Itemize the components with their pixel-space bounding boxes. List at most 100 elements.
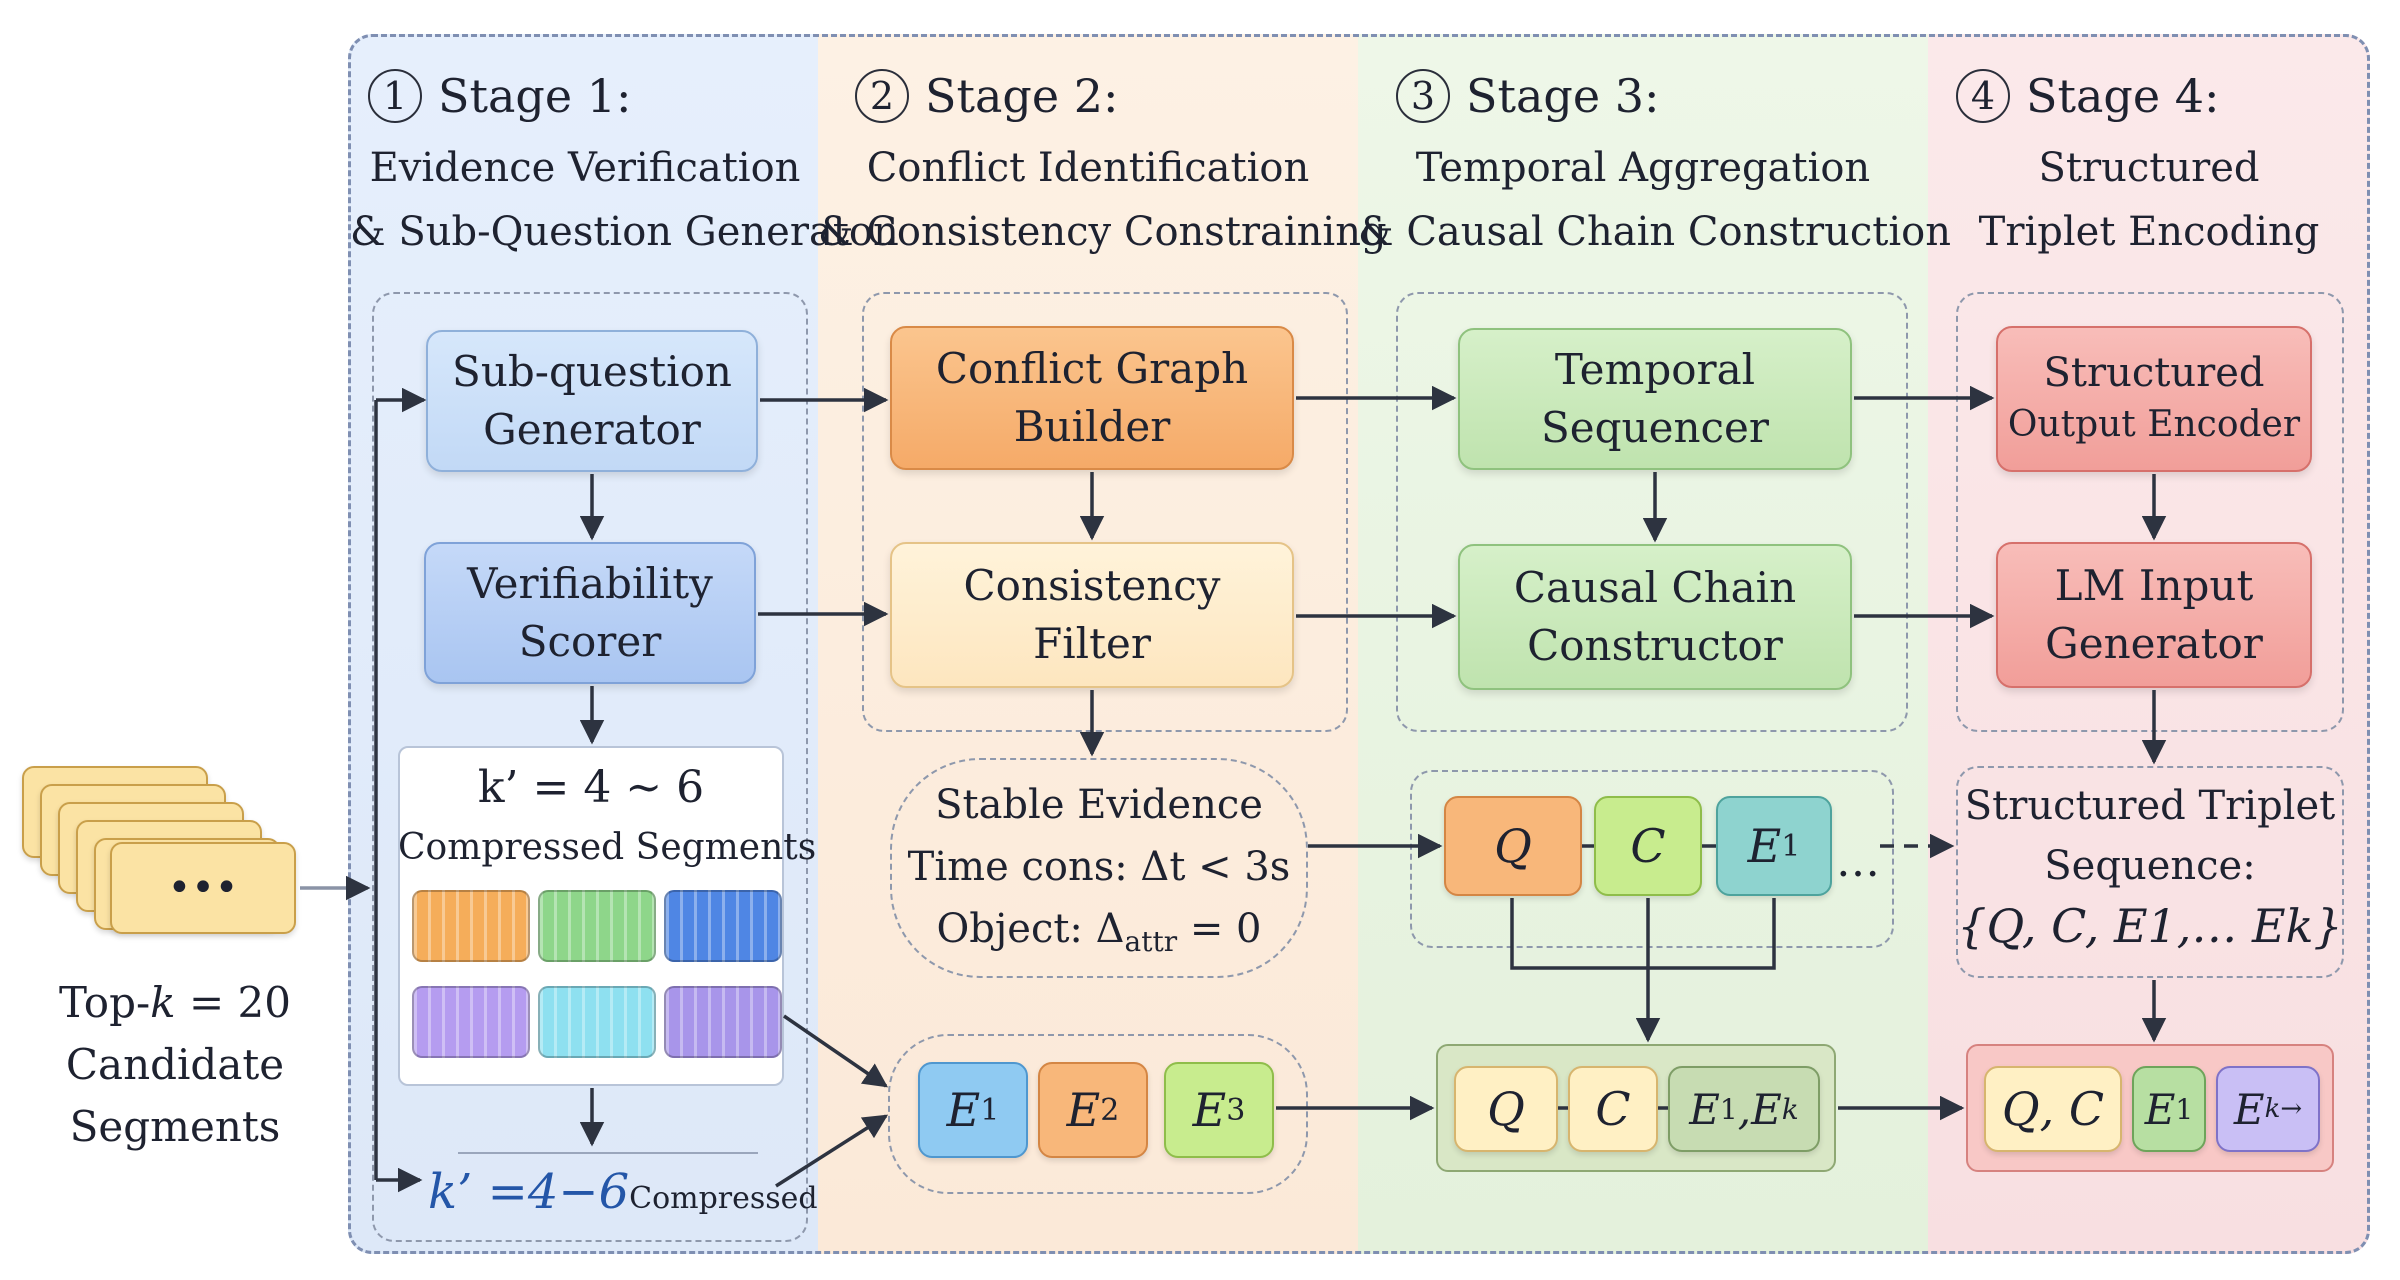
triplet-sequence-text: Structured Triplet Sequence: {Q, C, E1,…… — [1956, 776, 2344, 956]
stage-4-subtitle: Structured Triplet Encoding — [1928, 136, 2370, 264]
causal-chain-constructor-box: Causal Chain Constructor — [1458, 544, 1852, 690]
consistency-filter-box: Consistency Filter — [890, 542, 1294, 688]
candidate-count-var: k — [150, 978, 176, 1027]
token-e1-letter: E — [946, 1083, 981, 1137]
conflict-graph-builder-box: Conflict Graph Builder — [890, 326, 1294, 470]
candidate-label: Top-k = 20 Candidate Segments — [30, 972, 320, 1158]
lm-input-generator-box: LM Input Generator — [1996, 542, 2312, 688]
stable-evidence-text: Stable Evidence Time cons: Δt < 3s Objec… — [890, 774, 1308, 973]
stage-1-title: 1 Stage 1: — [368, 66, 631, 126]
candidate-card-front: ••• — [110, 842, 296, 934]
stage-4-subtitle-line2: Triplet Encoding — [1978, 209, 2320, 255]
compressed-segments-label: Compressed Segments — [398, 827, 817, 868]
segment-swatch — [664, 986, 782, 1058]
token-c: C — [1594, 796, 1702, 896]
final-q: Q — [2001, 1082, 2040, 1136]
verifiability-scorer-line2: Scorer — [518, 617, 662, 666]
lm-input-generator-line1: LM Input — [2054, 561, 2254, 610]
chain-ellipsis: … — [1836, 836, 1880, 887]
stage-2-title: 2 Stage 2: — [855, 66, 1118, 126]
final-e1-letter: E — [2144, 1084, 2176, 1134]
triplet-sequence-line2: Sequence: — [2044, 843, 2256, 889]
stage-2-label: Stage 2: — [925, 69, 1119, 123]
consistency-filter-line2: Filter — [1033, 619, 1151, 668]
structured-output-encoder-box: Structured Output Encoder — [1996, 326, 2312, 472]
conflict-graph-builder-line2: Builder — [1013, 402, 1171, 451]
token-e2-letter: E — [1066, 1083, 1101, 1137]
triplet-sequence-line1: Structured Triplet — [1964, 783, 2336, 829]
stable-evidence-object-sub: attr — [1124, 925, 1178, 958]
stage-4-title: 4 Stage 4: — [1956, 66, 2219, 126]
stage-2-subtitle: Conflict Identification & Consistency Co… — [818, 136, 1387, 264]
stage-4-number: 4 — [1956, 69, 2010, 123]
token-e3-letter: E — [1192, 1083, 1227, 1137]
final-ek-letter: E — [2233, 1084, 2265, 1134]
stage-3-subtitle: Temporal Aggregation & Causal Chain Cons… — [1358, 136, 1951, 264]
stage-3-subtitle-line2: & Causal Chain Construction — [1358, 209, 1951, 255]
temporal-sequencer-box: Temporal Sequencer — [1458, 328, 1852, 470]
stage-2-subtitle-line1: Conflict Identification — [866, 145, 1310, 191]
candidate-count: Top-k = 20 — [30, 972, 320, 1034]
token-e1-chain-letter: E — [1747, 819, 1782, 873]
agg-token-q: Q — [1454, 1066, 1558, 1152]
stage-2-number: 2 — [855, 69, 909, 123]
stage-3-title: 3 Stage 3: — [1396, 66, 1659, 126]
stage-1-subtitle-line2: & Sub-Question Generaton — [350, 209, 899, 255]
stage-3-label: Stage 3: — [1466, 69, 1660, 123]
stage-2-group — [862, 292, 1348, 732]
temporal-sequencer-line2: Sequencer — [1541, 403, 1769, 452]
candidate-count-suffix: = 20 — [175, 978, 291, 1027]
stable-evidence-object-suffix: = 0 — [1177, 906, 1262, 952]
k-prime-range: k’ = 4 ~ 6 — [477, 762, 705, 813]
token-e3-sub: 3 — [1226, 1092, 1246, 1128]
token-e1-sub: 1 — [980, 1092, 1000, 1128]
causal-chain-constructor-line2: Constructor — [1527, 621, 1783, 670]
causal-chain-constructor-line1: Causal Chain — [1513, 563, 1797, 612]
lm-input-generator-line2: Generator — [2045, 619, 2263, 668]
agg-e1-letter: E — [1689, 1084, 1720, 1134]
stage-1-number: 1 — [368, 69, 422, 123]
compressed-output-main: k’ =4−6 — [428, 1164, 630, 1220]
stage-3-number: 3 — [1396, 69, 1450, 123]
segment-swatch — [412, 986, 530, 1058]
agg-ek-sub: k — [1781, 1092, 1799, 1126]
compressed-output-label: k’ =4−6Compressed — [428, 1164, 818, 1220]
segment-swatch — [538, 986, 656, 1058]
final-ek-sub: k→ — [2264, 1094, 2303, 1124]
token-q: Q — [1444, 796, 1582, 896]
stage-4-group — [1956, 292, 2344, 732]
temporal-sequencer-line1: Temporal — [1554, 345, 1756, 394]
stage-4-label: Stage 4: — [2026, 69, 2220, 123]
candidate-count-prefix: Top- — [59, 978, 151, 1027]
stable-evidence-object: Object: Δattr = 0 — [890, 898, 1308, 973]
stage-2-subtitle-line2: & Consistency Constraining — [818, 209, 1387, 255]
candidate-label-line2: Candidate — [65, 1040, 285, 1089]
agg-token-c: C — [1568, 1066, 1658, 1152]
stable-evidence-object-prefix: Object: Δ — [936, 906, 1125, 952]
triplet-sequence-group — [1956, 766, 2344, 978]
stage-3-subtitle-line1: Temporal Aggregation — [1415, 145, 1871, 191]
sub-question-generator-line2: Generator — [483, 405, 701, 454]
structured-output-encoder-line2: Output Encoder — [2007, 404, 2301, 445]
stage-1-label: Stage 1: — [438, 69, 632, 123]
evidence-token-group — [888, 1034, 1308, 1194]
compressed-output-sub: Compressed — [629, 1181, 818, 1216]
stable-evidence-time: Time cons: Δt < 3s — [907, 844, 1291, 890]
verifiability-scorer-line1: Verifiability — [467, 559, 713, 608]
conflict-graph-builder-line1: Conflict Graph — [935, 344, 1249, 393]
stage-1-subtitle-line1: Evidence Verification — [369, 145, 801, 191]
triplet-sequence-formula: {Q, C, E1,… Ek} — [1957, 899, 2343, 953]
consistency-filter-line1: Consistency — [963, 561, 1221, 610]
structured-output-encoder-line1: Structured — [2043, 350, 2265, 396]
token-e1-chain-sub: 1 — [1781, 828, 1801, 864]
stage-1-group — [372, 292, 808, 1242]
stable-evidence-bubble — [890, 758, 1308, 978]
stage-4-subtitle-line1: Structured — [2038, 145, 2260, 191]
